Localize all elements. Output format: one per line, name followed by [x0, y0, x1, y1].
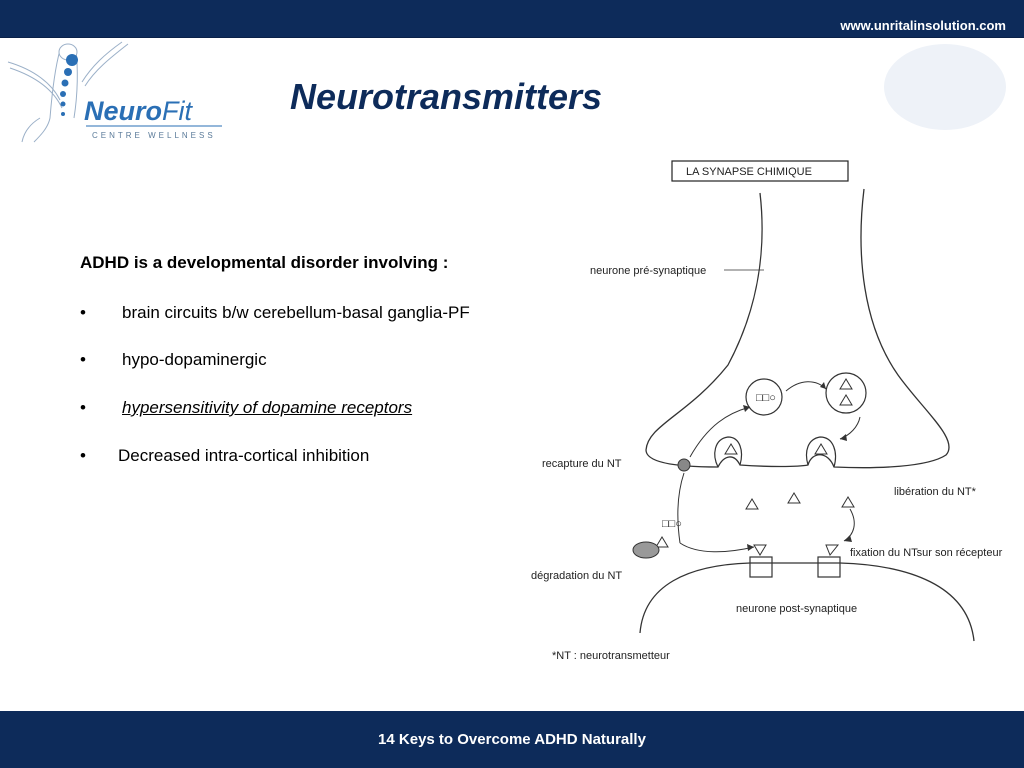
neurofit-logo: NeuroFit CENTRE WELLNESS: [7, 41, 222, 143]
bullet-text: brain circuits b/w cerebellum-basal gang…: [122, 303, 470, 322]
slide-title: Neurotransmitters: [290, 76, 603, 117]
label-degradation: dégradation du NT: [531, 570, 622, 582]
svg-text:NeuroFit: NeuroFit: [84, 96, 194, 126]
synapse-diagram: LA SYNAPSE CHIMIQUE □□○ □□○ neurone pré-…: [531, 160, 1003, 662]
intro-heading: ADHD is a developmental disorder involvi…: [80, 253, 449, 272]
bullet-text: hypo-dopaminergic: [122, 350, 267, 369]
decorative-ellipse: [884, 44, 1006, 130]
bullet-dot: •: [80, 303, 86, 322]
label-footnote: *NT : neurotransmetteur: [552, 650, 670, 662]
reuptake-transporter: [677, 458, 691, 472]
bullet-dot: •: [80, 398, 86, 417]
footer-text: 14 Keys to Overcome ADHD Naturally: [378, 731, 646, 748]
receptor: [817, 556, 841, 578]
vesicle: [825, 372, 867, 414]
bottom-bar: 14 Keys to Overcome ADHD Naturally: [0, 711, 1024, 768]
logo-brand-part2: Fit: [162, 96, 193, 126]
vesicle: [745, 378, 783, 416]
website-url[interactable]: www.unritalinsolution.com: [840, 18, 1006, 33]
bullet-dot: •: [80, 446, 86, 465]
label-release: libération du NT*: [894, 486, 977, 498]
logo-brand-part1: Neuro: [84, 96, 162, 126]
logo-tagline: CENTRE WELLNESS: [92, 131, 216, 140]
bullet-text-link[interactable]: hypersensitivity of dopamine receptors: [122, 398, 413, 417]
svg-text:□□○: □□○: [756, 392, 776, 404]
label-binding: fixation du NTsur son récepteur: [850, 547, 1003, 559]
receptor: [749, 556, 773, 578]
bullet-text: Decreased intra-cortical inhibition: [118, 446, 370, 465]
bullet-dot: •: [80, 350, 86, 369]
postsynaptic-neuron: [639, 562, 975, 642]
diagram-title-box: [671, 160, 849, 182]
top-bar: www.unritalinsolution.com: [0, 0, 1024, 38]
degradation-enzyme: [632, 541, 660, 559]
diagram-title: LA SYNAPSE CHIMIQUE: [686, 166, 812, 178]
label-reuptake: recapture du NT: [542, 458, 622, 470]
svg-text:□□○: □□○: [662, 518, 682, 530]
label-postsynaptic: neurone post-synaptique: [736, 603, 857, 615]
label-presynaptic: neurone pré-synaptique: [590, 265, 706, 277]
presynaptic-neuron: [645, 188, 950, 469]
